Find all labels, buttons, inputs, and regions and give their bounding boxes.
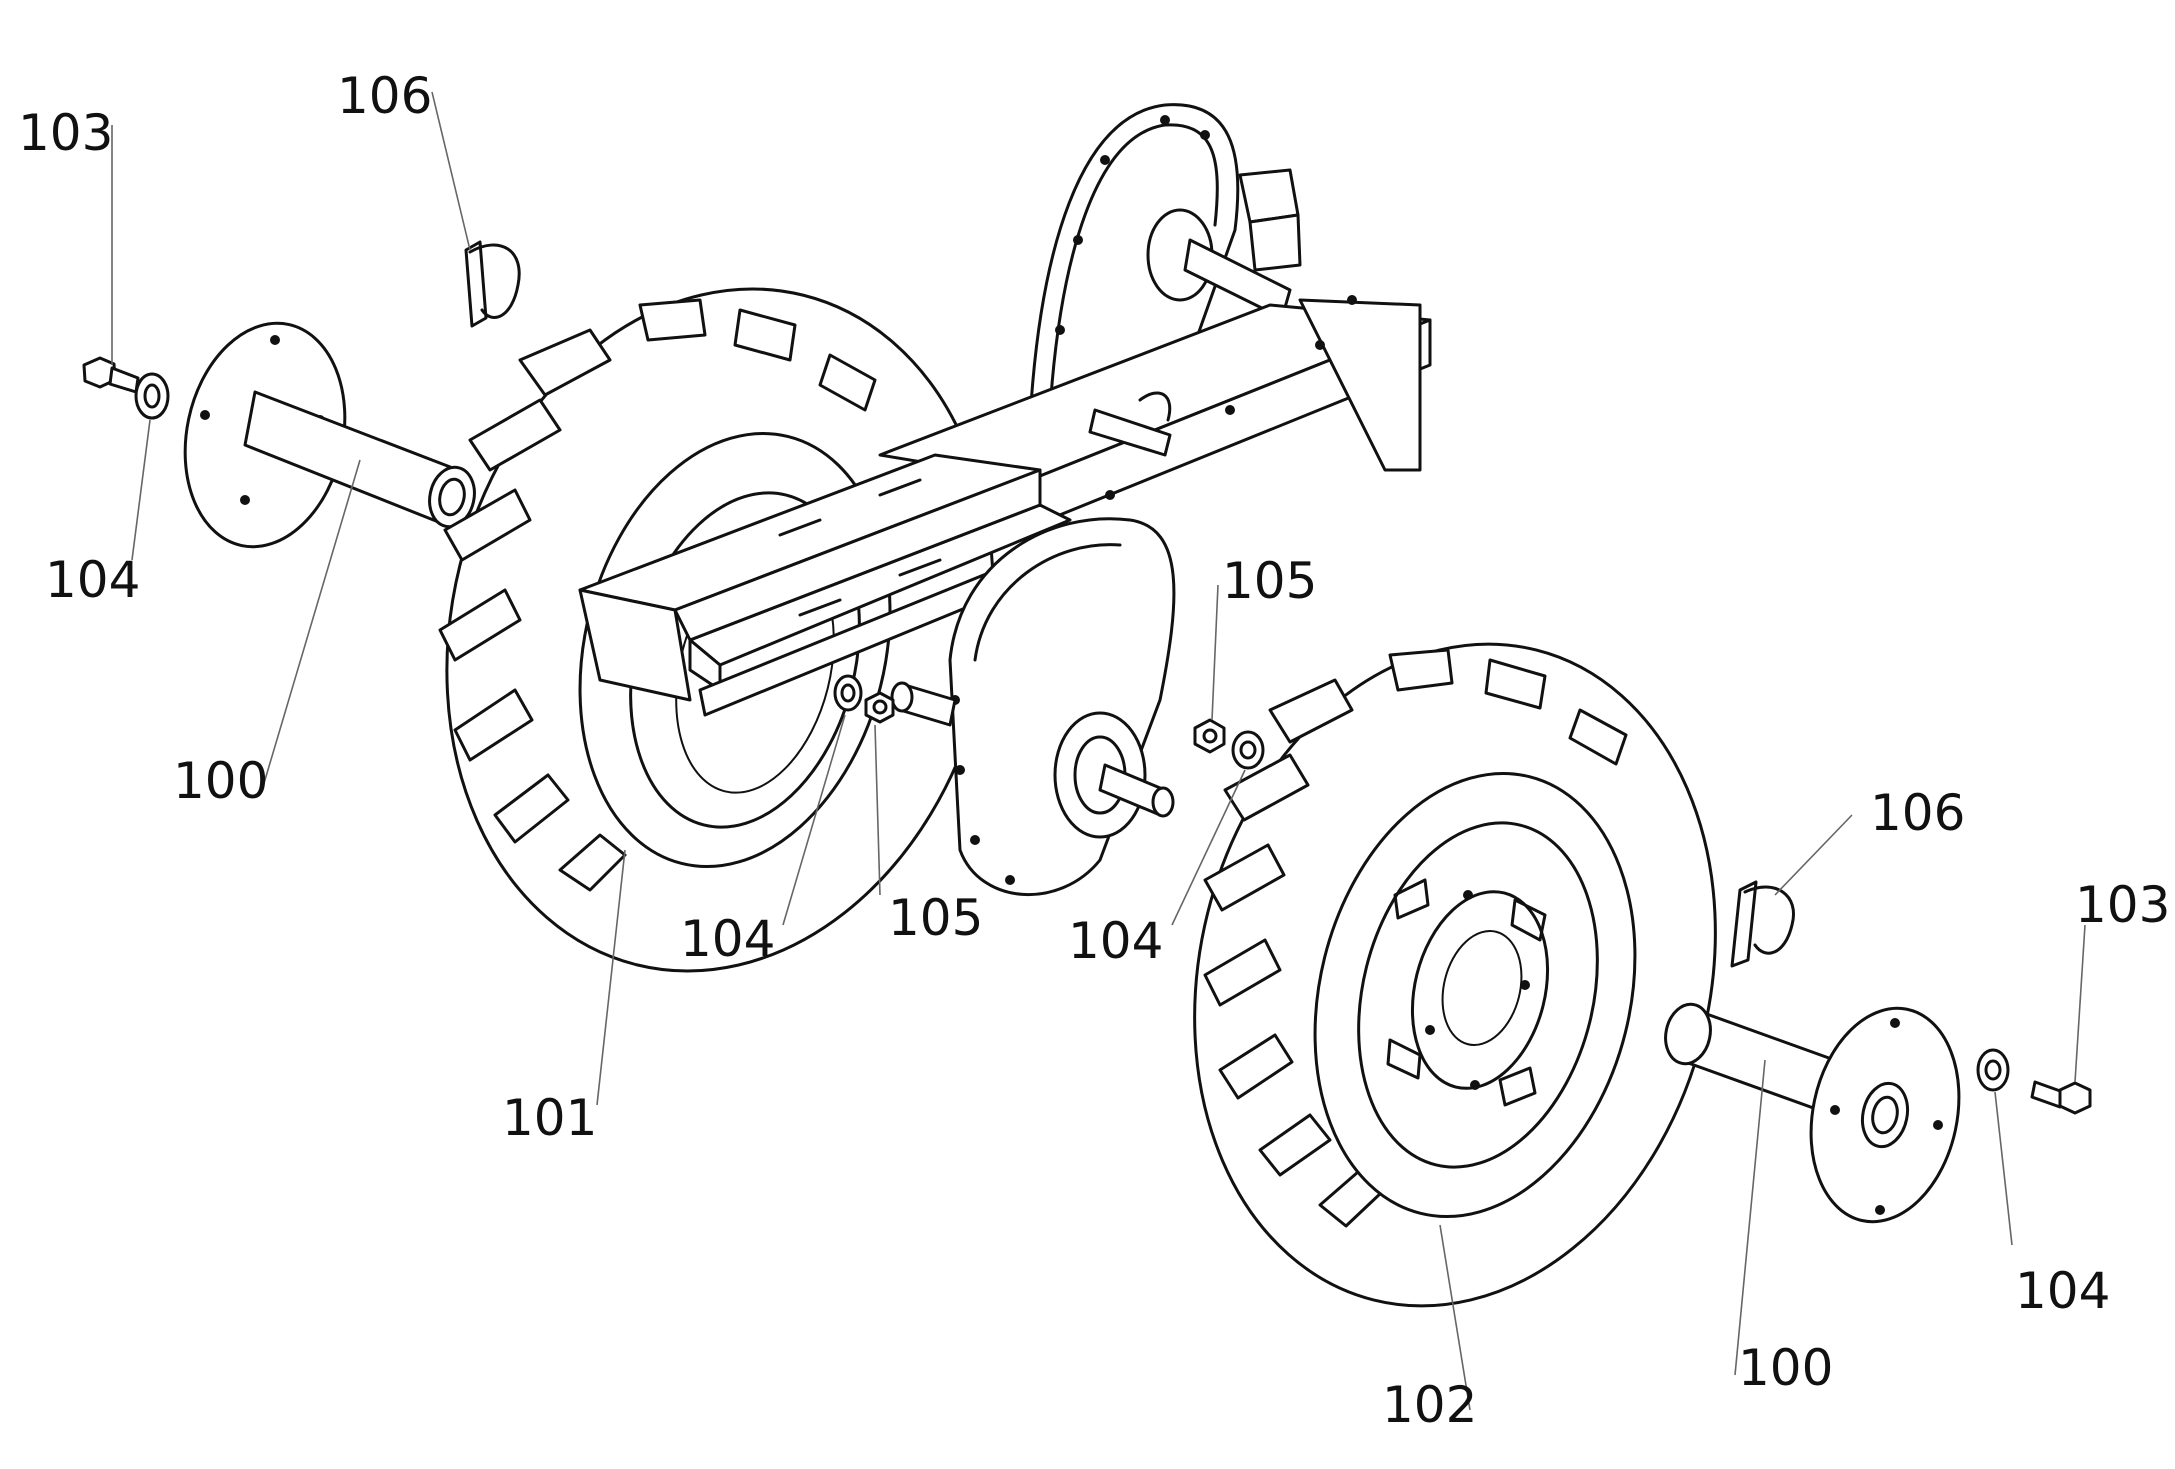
label-106-left: 106 (337, 67, 432, 125)
label-100-right: 100 (1738, 1339, 1833, 1397)
right-tread-lugs (1203, 648, 1628, 1228)
left-tread-lugs (438, 298, 877, 892)
leader-105-top (1211, 584, 1219, 721)
label-102: 102 (1382, 1376, 1477, 1434)
label-103-right: 103 (2075, 876, 2170, 934)
leader-101 (596, 849, 626, 1106)
leader-104-center-left (782, 714, 846, 926)
center-left-nut-part (864, 691, 895, 724)
leader-104-left-top (131, 419, 151, 561)
right-axle-hub-part (1664, 1002, 1961, 1224)
leader-100-right (1734, 1059, 1766, 1376)
leader-105-bottom (874, 724, 881, 896)
leader-102 (1439, 1224, 1471, 1411)
left-linch-pin-part (464, 240, 521, 328)
label-101: 101 (502, 1089, 597, 1147)
label-106-right: 106 (1870, 784, 1965, 842)
leader-103-right (2074, 924, 2086, 1083)
left-washer-part (134, 372, 170, 420)
left-axle-hub-part (183, 321, 476, 549)
leader-106-left (431, 91, 471, 251)
label-104-left-top: 104 (45, 551, 140, 609)
part-number-labels: 103 106 104 100 105 104 105 104 106 103 … (18, 67, 2170, 1434)
label-105-top: 105 (1222, 552, 1317, 610)
right-linch-pin-part (1730, 880, 1795, 968)
leader-104-right (1994, 1091, 2013, 1246)
label-104-center-right: 104 (1068, 912, 1163, 970)
left-bolt-part (82, 356, 140, 394)
label-103-left: 103 (18, 104, 113, 162)
leader-100-left (261, 459, 361, 791)
label-104-right: 104 (2015, 1262, 2110, 1320)
right-washer-part (1976, 1048, 2010, 1092)
label-100-left: 100 (173, 752, 268, 810)
leader-106-right (1774, 814, 1853, 896)
right-wheel-part (1193, 642, 1717, 1308)
center-left-washer-part (833, 674, 863, 712)
leader-104-center-right (1171, 769, 1246, 926)
center-right-washer-part (1231, 730, 1265, 770)
frame-gearbox-part (578, 103, 1432, 897)
right-bolt-part (2030, 1080, 2092, 1115)
leader-lines (111, 91, 2086, 1411)
label-105-bottom: 105 (888, 889, 983, 947)
label-104-center-left: 104 (680, 910, 775, 968)
center-right-nut-part (1193, 718, 1226, 754)
